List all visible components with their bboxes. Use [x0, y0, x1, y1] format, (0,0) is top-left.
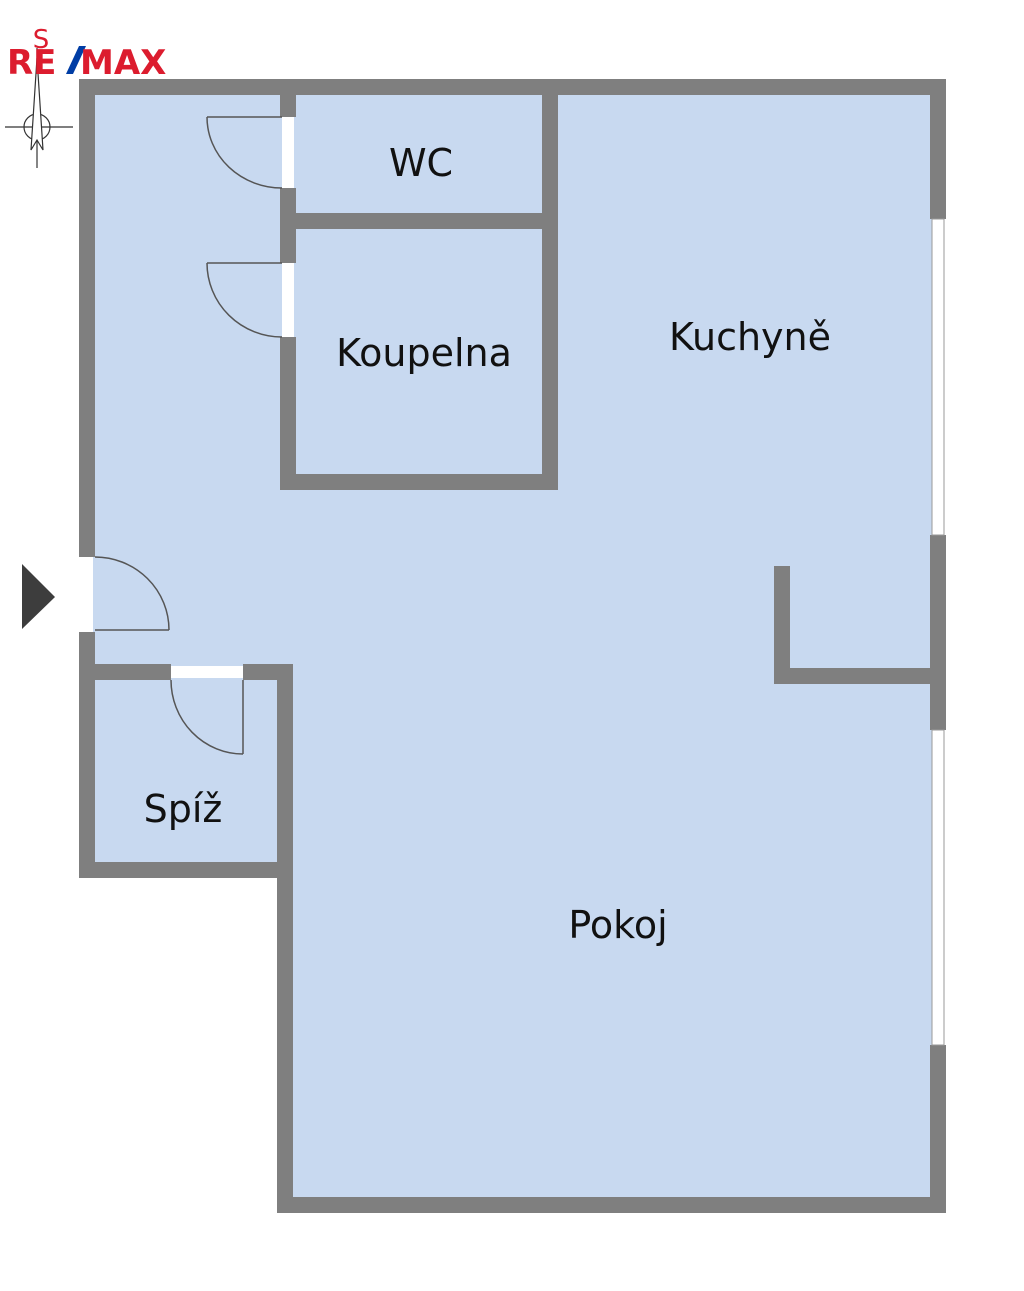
compass-north-label: S — [33, 25, 50, 55]
room-label-pokoj: Pokoj — [568, 903, 667, 947]
door-swings — [94, 116, 283, 755]
floor-area — [87, 87, 938, 1205]
logo-text-right: MAX — [80, 43, 166, 83]
room-label-spiz: Spíž — [144, 787, 223, 831]
logo-slash — [66, 46, 86, 74]
entrance-arrow-icon — [22, 564, 55, 629]
door-openings — [81, 117, 294, 678]
room-label-koupelna: Koupelna — [336, 331, 512, 375]
entrance-door — [94, 556, 170, 631]
interior-walls — [79, 87, 938, 878]
room-label-wc: WC — [389, 141, 453, 185]
compass-icon — [5, 48, 73, 168]
spiz-door — [170, 679, 244, 755]
koupelna-door — [206, 262, 283, 338]
logo-text-left: RE — [7, 43, 56, 83]
room-label-kuchyne: Kuchyně — [669, 315, 831, 359]
wc-door — [206, 116, 283, 189]
windows — [931, 218, 945, 1046]
remax-logo: RE MAX — [7, 43, 166, 83]
